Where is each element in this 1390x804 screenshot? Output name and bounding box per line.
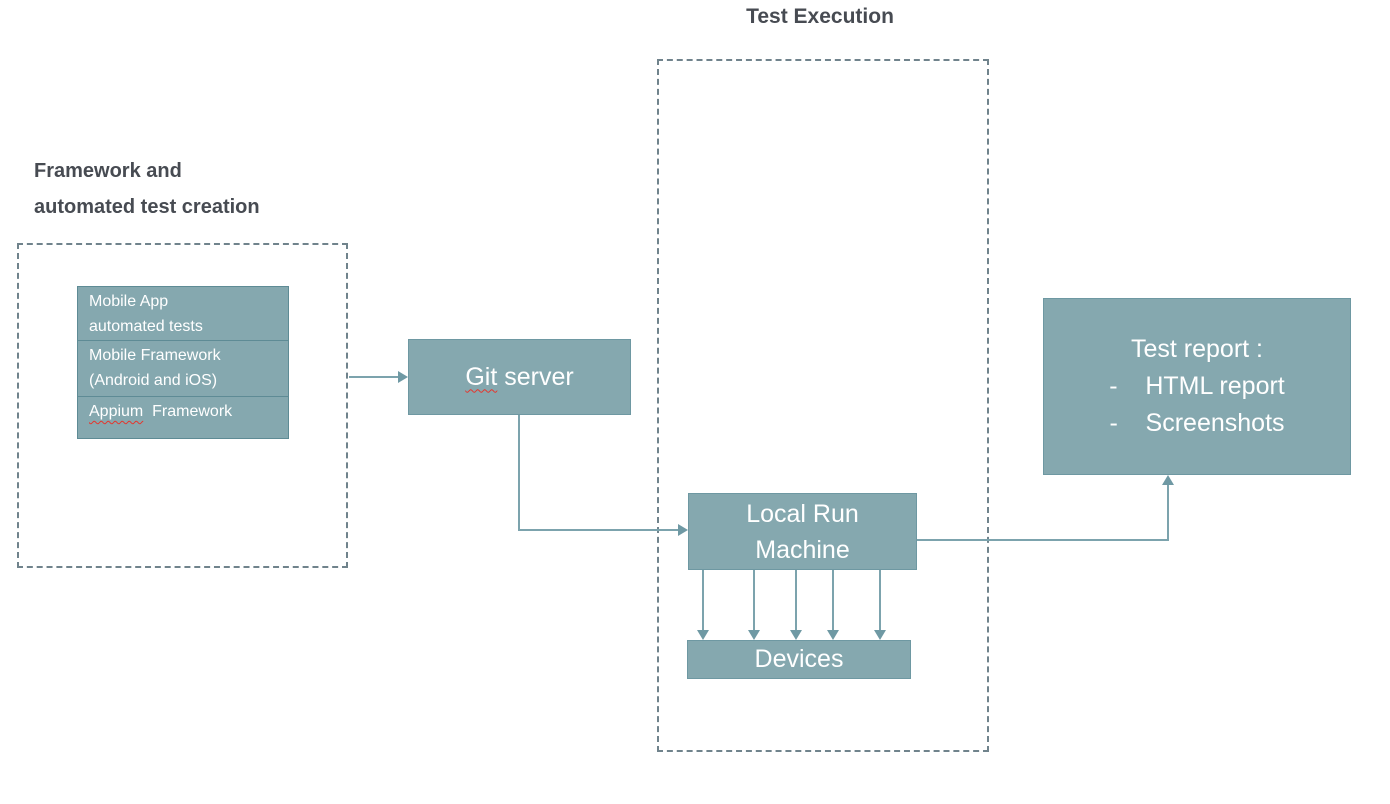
- connector-git-to-lrm-vertical: [518, 415, 520, 531]
- connector-git-to-lrm-horizontal: [518, 529, 680, 531]
- framework-dashed-container: [17, 243, 348, 568]
- diagram-title: Test Execution: [746, 5, 894, 28]
- arrowhead-lrm-to-devices-5: [874, 630, 886, 640]
- git-server-box: Git server: [408, 339, 631, 415]
- arrowhead-framework-to-git: [398, 371, 408, 383]
- git-word-rest: server: [497, 362, 574, 391]
- git-word-misspelled: Git: [465, 362, 498, 391]
- stack-cell-mobile-app-tests: Mobile App automated tests: [78, 287, 288, 340]
- local-run-machine-box: Local Run Machine: [688, 493, 917, 570]
- arrowhead-lrm-to-report: [1162, 475, 1174, 485]
- stack-cell-line: (Android and iOS): [89, 372, 218, 389]
- arrowhead-lrm-to-devices-1: [697, 630, 709, 640]
- connector-lrm-to-devices-line-3: [795, 570, 797, 631]
- framework-section-heading: Framework and automated test creation: [34, 153, 364, 225]
- arrowhead-git-to-lrm: [678, 524, 688, 536]
- test-report-bullet-html: - HTML report: [1109, 372, 1285, 400]
- framework-stack: Mobile App automated tests Mobile Framew…: [77, 286, 289, 439]
- test-execution-dashed-container: [657, 59, 989, 752]
- connector-lrm-to-devices-line-2: [753, 570, 755, 631]
- framework-heading-line2: automated test creation: [34, 196, 260, 218]
- connector-lrm-to-devices-line-1: [702, 570, 704, 631]
- arrowhead-lrm-to-devices-2: [748, 630, 760, 640]
- connector-lrm-to-devices-line-5: [879, 570, 881, 631]
- test-report-box: Test report : - HTML report - Screenshot…: [1043, 298, 1351, 475]
- test-report-bullet-screenshots: - Screenshots: [1109, 409, 1285, 437]
- appium-word-rest: Framework: [143, 403, 233, 420]
- devices-box: Devices: [687, 640, 911, 679]
- arrowhead-lrm-to-devices-3: [790, 630, 802, 640]
- appium-word-misspelled: Appium: [89, 403, 144, 420]
- stack-cell-line: Mobile App: [89, 293, 169, 310]
- connector-lrm-to-report-horizontal: [917, 539, 1169, 541]
- connector-framework-to-git-line: [349, 376, 400, 378]
- connector-lrm-to-devices-line-4: [832, 570, 834, 631]
- framework-heading-line1: Framework and: [34, 160, 182, 182]
- arrowhead-lrm-to-devices-4: [827, 630, 839, 640]
- stack-cell-mobile-framework: Mobile Framework (Android and iOS): [78, 340, 288, 396]
- lrm-label-line1: Local Run: [746, 499, 859, 528]
- lrm-label-line2: Machine: [755, 535, 850, 564]
- test-report-title: Test report :: [1131, 335, 1263, 363]
- stack-cell-line: Mobile Framework: [89, 347, 221, 364]
- stack-cell-appium-framework: Appium Framework: [78, 396, 288, 438]
- connector-lrm-to-report-vertical: [1167, 484, 1169, 541]
- stack-cell-line: automated tests: [89, 318, 203, 335]
